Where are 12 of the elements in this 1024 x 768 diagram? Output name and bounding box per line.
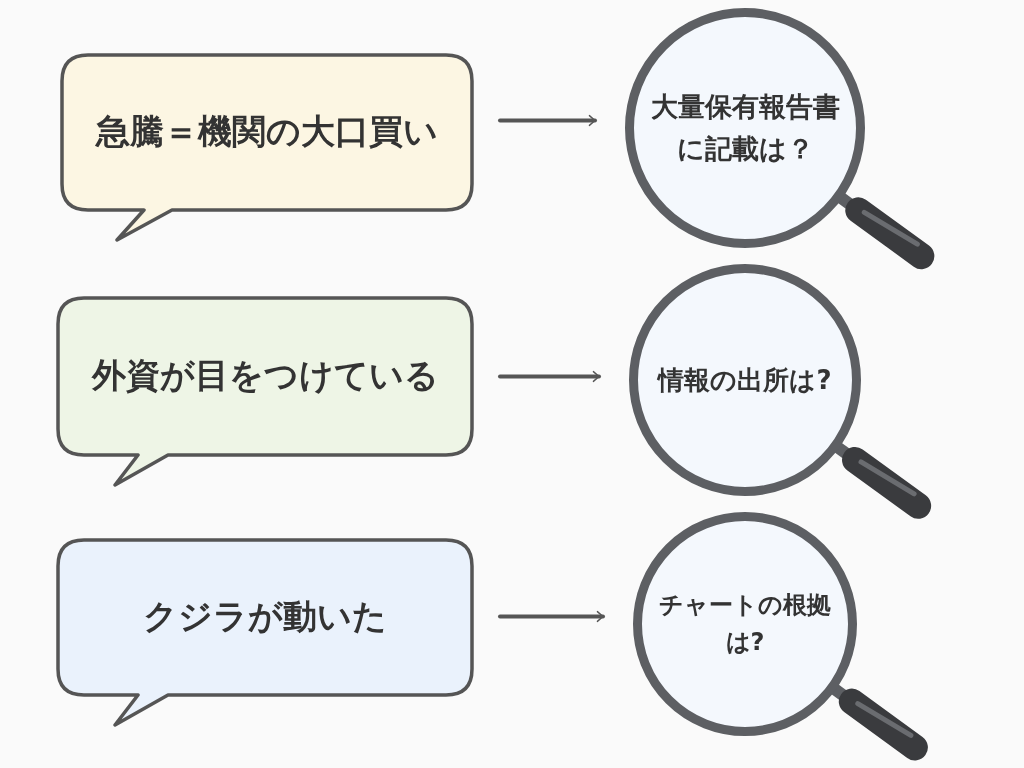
- speech-bubble: [62, 55, 472, 242]
- lens-text: 大量保有報告書に記載は？: [649, 90, 841, 166]
- speech-bubble: [58, 298, 472, 487]
- lens-text: チャートの根拠は?: [658, 589, 832, 658]
- bubble-text: 外資が目をつけている: [90, 353, 440, 397]
- arrow: [498, 610, 605, 623]
- speech-bubble: [58, 540, 472, 727]
- arrow: [498, 114, 597, 127]
- arrow: [498, 370, 601, 383]
- lens-text: 情報の出所は?: [656, 363, 833, 397]
- bubble-text: クジラが動いた: [142, 594, 388, 638]
- bubble-text: 急騰＝機関の大口買い: [94, 109, 439, 153]
